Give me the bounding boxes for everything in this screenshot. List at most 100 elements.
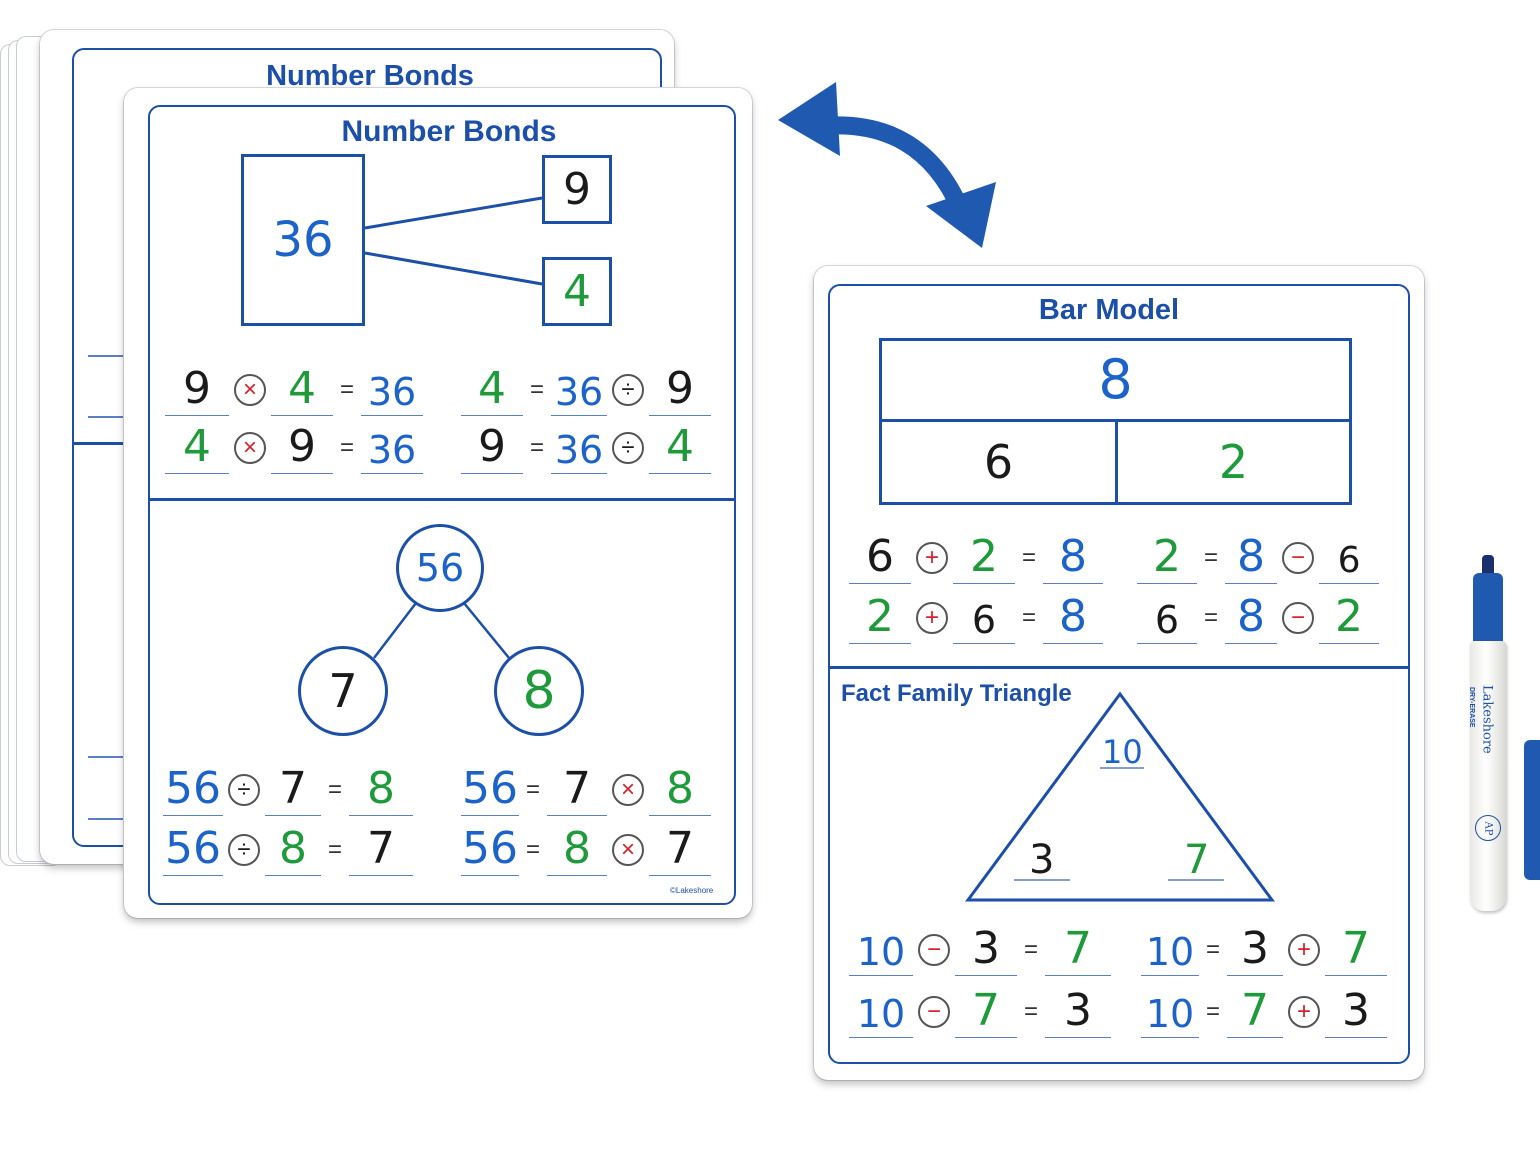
front-board: Number Bonds 36 9 4 9 × 4 = 36 4 × 9 = 3… <box>124 88 752 918</box>
bar-equation-1: 6 + 2 = 8 <box>846 528 1106 584</box>
bond-part-b-value: 4 <box>563 265 591 317</box>
bond-equation-3: 4 = 36 ÷ 9 <box>458 360 714 416</box>
tree-equation-1: 56 ÷ 7 = 8 <box>160 760 416 816</box>
bar-part-b-value: 2 <box>1218 435 1249 489</box>
back-board-line <box>88 756 128 758</box>
eq-term: 10 <box>1145 992 1195 1036</box>
plus-sign: + <box>1288 934 1321 966</box>
eq-term: 9 <box>183 363 211 414</box>
eq-term: 10 <box>856 992 906 1036</box>
bar-equation-3: 2 = 8 − 6 <box>1134 528 1382 584</box>
eq-term: 36 <box>554 370 604 414</box>
marker-tip <box>1482 555 1494 575</box>
marker-barrel <box>1470 641 1506 911</box>
times-sign: × <box>612 774 645 806</box>
triangle-equation-3: 10 = 3 + 7 <box>1138 920 1390 976</box>
bond-part-a-box: 9 <box>542 155 612 224</box>
triangle-equation-1: 10 − 3 = 7 <box>846 920 1114 976</box>
right-board: Bar Model 8 6 2 6 + 2 = 8 2 + 6 = 8 2 = … <box>814 266 1424 1080</box>
dry-erase-marker: Lakeshore DRY-ERASE AP <box>1460 555 1520 920</box>
copyright-label: ©Lakeshore <box>670 886 714 895</box>
tree-equation-4: 56 = 8 × 7 <box>458 820 714 876</box>
bond-whole-box: 36 <box>241 154 365 326</box>
eq-term: 56 <box>462 763 518 814</box>
eq-term: 7 <box>972 985 1000 1036</box>
eq-term: 4 <box>183 421 211 472</box>
minus-sign: − <box>1282 542 1315 574</box>
marker-ap-seal: AP <box>1475 815 1501 841</box>
eq-term: 7 <box>1241 985 1270 1036</box>
triangle-equation-2: 10 − 7 = 3 <box>846 982 1114 1038</box>
eq-term: 9 <box>478 421 506 472</box>
eq-term: 3 <box>1342 985 1371 1036</box>
fact-family-title: Fact Family Triangle <box>841 680 1072 707</box>
bar-part-b-box: 2 <box>1115 419 1352 505</box>
marker-seal-text: AP <box>1482 821 1494 835</box>
bar-part-a-box: 6 <box>879 419 1118 505</box>
back-board-title: Number Bonds <box>266 60 474 92</box>
front-board-frame <box>148 105 736 905</box>
eq-term: 36 <box>554 428 604 472</box>
eq-term: 7 <box>1342 923 1371 974</box>
bond-equation-1: 9 × 4 = 36 <box>162 360 426 416</box>
tree-equation-2: 56 ÷ 8 = 7 <box>160 820 416 876</box>
bond-equation-2: 4 × 9 = 36 <box>162 418 426 474</box>
eq-term: 3 <box>1241 923 1270 974</box>
tree-equation-3: 56 = 7 × 8 <box>458 760 714 816</box>
minus-sign: − <box>1282 602 1315 634</box>
eq-term: 4 <box>478 363 506 414</box>
divide-sign: ÷ <box>612 432 645 464</box>
triangle-top-value: 10 <box>1102 733 1143 771</box>
plus-sign: + <box>916 602 948 634</box>
eq-term: 8 <box>1237 591 1266 642</box>
eq-term: 3 <box>1064 985 1093 1036</box>
bond-whole-value: 36 <box>272 212 334 268</box>
plus-sign: + <box>916 542 948 574</box>
minus-sign: − <box>918 934 950 966</box>
tree-left-value: 7 <box>328 664 358 718</box>
plus-sign: + <box>1288 996 1321 1028</box>
eq-term: 9 <box>666 363 695 414</box>
eq-term: 6 <box>971 598 997 642</box>
bond-part-a-value: 9 <box>563 163 591 215</box>
triangle-equation-4: 10 = 7 + 3 <box>1138 982 1390 1038</box>
eq-term: 6 <box>1337 540 1361 581</box>
divide-sign: ÷ <box>228 774 260 806</box>
eq-term: 6 <box>866 531 894 582</box>
eq-term: 8 <box>1059 591 1088 642</box>
bar-total-value: 8 <box>1098 348 1133 411</box>
bond-connector-lines <box>364 196 543 286</box>
bond-part-b-box: 4 <box>542 257 612 326</box>
eq-term: 4 <box>288 363 316 414</box>
eq-term: 8 <box>666 763 695 814</box>
marker-type-label: DRY-ERASE <box>1468 687 1482 733</box>
eq-term: 56 <box>165 823 221 874</box>
eq-term: 10 <box>856 930 906 974</box>
eq-term: 7 <box>666 823 695 874</box>
eq-term: 9 <box>288 421 316 472</box>
marker-type: DRY-ERASE <box>1468 687 1475 728</box>
marker-cap <box>1524 740 1540 880</box>
eq-term: 8 <box>563 823 592 874</box>
triangle-left-value: 3 <box>1029 837 1055 883</box>
front-board-divider <box>148 498 734 501</box>
eq-term: 6 <box>1154 598 1180 642</box>
marker-brand-label: Lakeshore <box>1472 685 1502 805</box>
eq-term: 7 <box>1064 923 1093 974</box>
divide-sign: ÷ <box>228 834 260 866</box>
eq-term: 7 <box>279 763 307 814</box>
tree-right-value: 8 <box>522 661 556 721</box>
front-board-title: Number Bonds <box>341 115 557 148</box>
triangle-right-value: 7 <box>1184 837 1210 883</box>
eq-term: 2 <box>1335 591 1364 642</box>
eq-term: 8 <box>1237 531 1266 582</box>
eq-term: 7 <box>563 763 592 814</box>
tree-left-circle: 7 <box>298 646 388 736</box>
bar-model-title: Bar Model <box>1038 294 1180 326</box>
eq-term: 7 <box>367 823 396 874</box>
eq-term: 8 <box>367 763 396 814</box>
eq-term: 36 <box>367 370 417 414</box>
back-board-line <box>88 818 128 820</box>
fact-triangle-shape <box>965 691 1275 902</box>
eq-term: 2 <box>1153 531 1181 582</box>
